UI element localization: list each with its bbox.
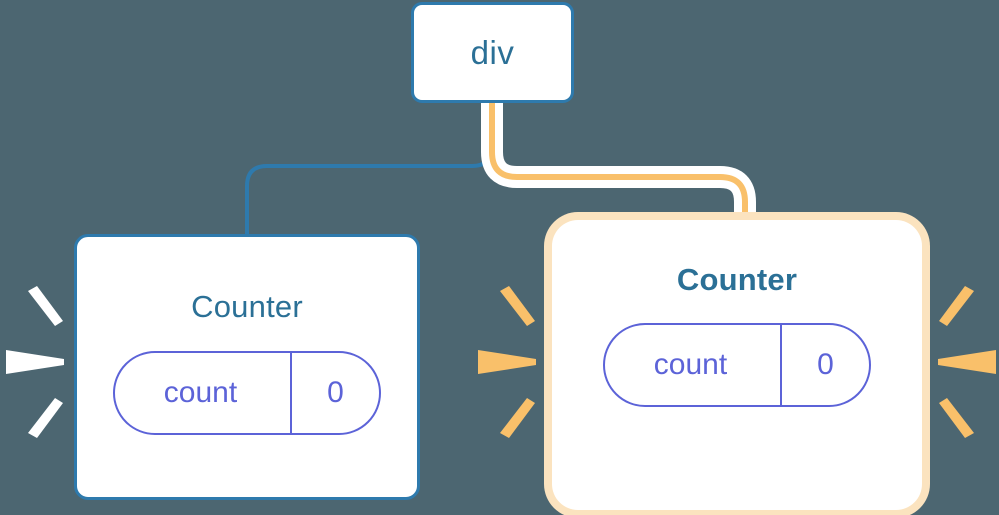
node-counter-left[interactable]: Counter count 0 <box>74 234 420 500</box>
counter-right-title: Counter <box>676 262 798 297</box>
node-div[interactable]: div <box>411 2 574 103</box>
counter-left-title: Counter <box>191 289 303 324</box>
wire-to-right-counter <box>489 103 748 240</box>
counter-left-state-pill[interactable]: count 0 <box>113 351 381 435</box>
counter-right-state-pill[interactable]: count 0 <box>603 323 871 407</box>
node-div-label: div <box>470 34 515 71</box>
counter-right-state-key: count <box>653 348 728 381</box>
counter-left-state-value: 0 <box>290 353 379 433</box>
counter-left-state-key: count <box>163 376 238 409</box>
counter-left-title-wrap: Counter <box>191 291 303 322</box>
node-counter-right[interactable]: Counter count 0 <box>552 220 922 510</box>
counter-right-title-wrap: Counter <box>677 264 797 295</box>
counter-right-state-value: 0 <box>780 325 869 405</box>
wire-to-left-counter <box>245 103 494 235</box>
